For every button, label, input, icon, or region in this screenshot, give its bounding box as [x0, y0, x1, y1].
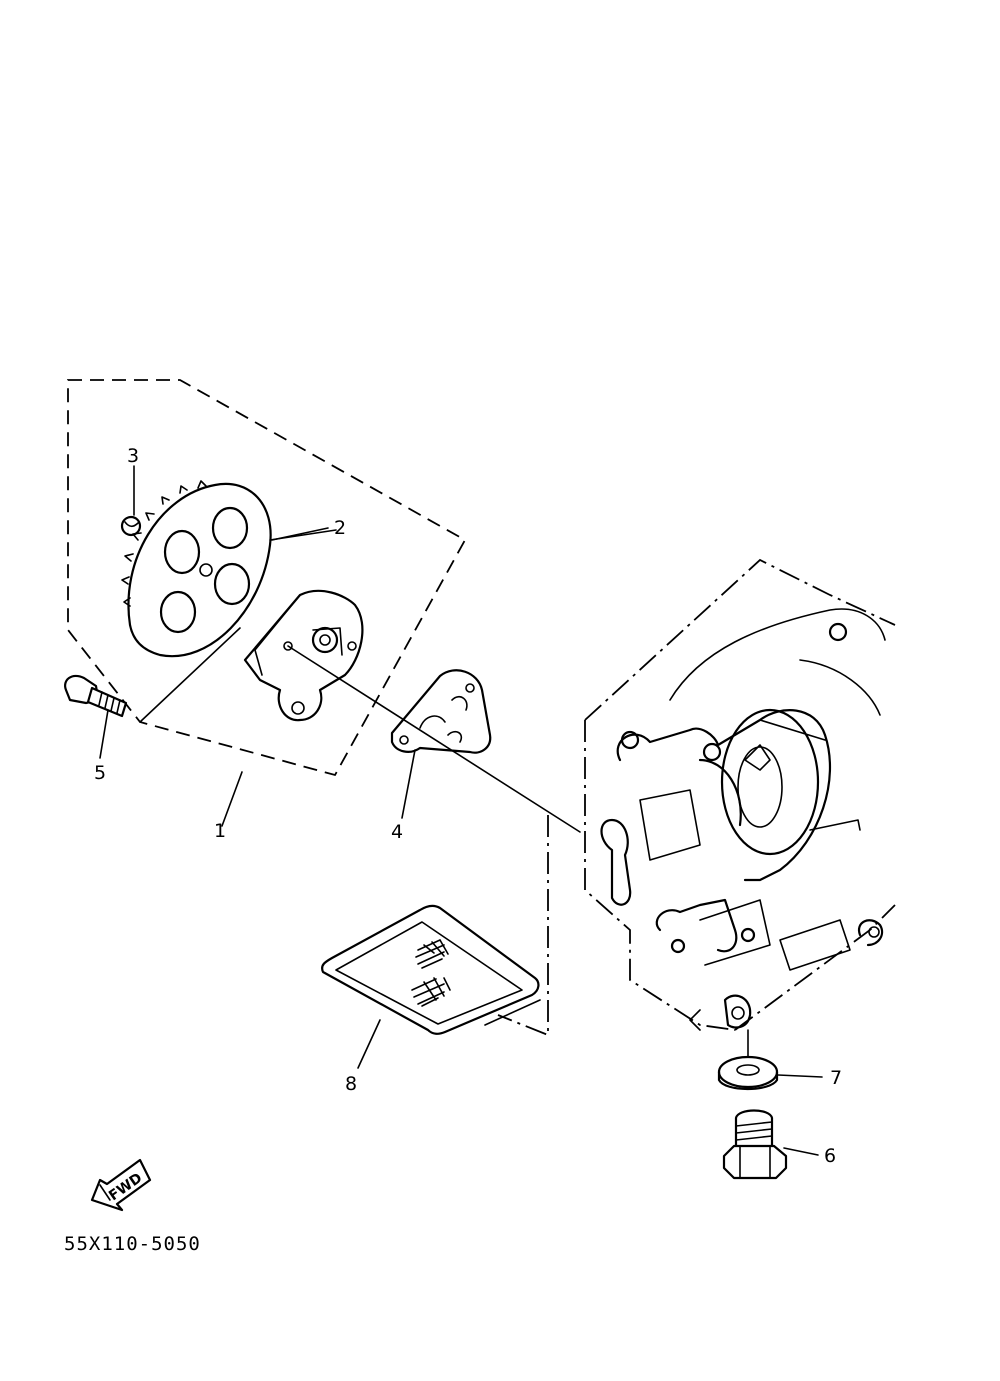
oil-strainer-part — [321, 904, 541, 1035]
leader-line-8 — [357, 1019, 381, 1069]
circlip-part — [120, 465, 142, 537]
strainer-position-line — [497, 815, 549, 1037]
leader-line-5 — [99, 709, 109, 759]
callout-5: 5 — [94, 762, 106, 784]
assembly-outline — [67, 379, 467, 777]
bolt-part — [64, 674, 128, 718]
forward-arrow-icon: FWD — [90, 1158, 152, 1212]
leader-line-1 — [221, 771, 243, 827]
leader-line-6 — [783, 1147, 819, 1156]
drawing-code: 55X110-5050 — [64, 1233, 201, 1255]
gasket-part — [390, 669, 492, 754]
callout-1: 1 — [214, 820, 226, 842]
callout-6: 6 — [824, 1145, 836, 1167]
callout-7: 7 — [830, 1067, 842, 1089]
callout-2: 2 — [334, 517, 346, 539]
assembly-axis-line — [287, 645, 581, 833]
leader-line-2 — [271, 527, 329, 541]
callout-3: 3 — [127, 445, 139, 467]
fwd-label: FWD — [106, 1170, 145, 1204]
leader-line-4 — [401, 749, 416, 819]
leader-line-7 — [777, 1074, 823, 1078]
crankcase-outline — [584, 558, 896, 1031]
callout-8: 8 — [345, 1073, 357, 1095]
callout-4: 4 — [391, 821, 403, 843]
washer-part — [717, 1029, 779, 1090]
drain-plug-part — [722, 1109, 788, 1180]
